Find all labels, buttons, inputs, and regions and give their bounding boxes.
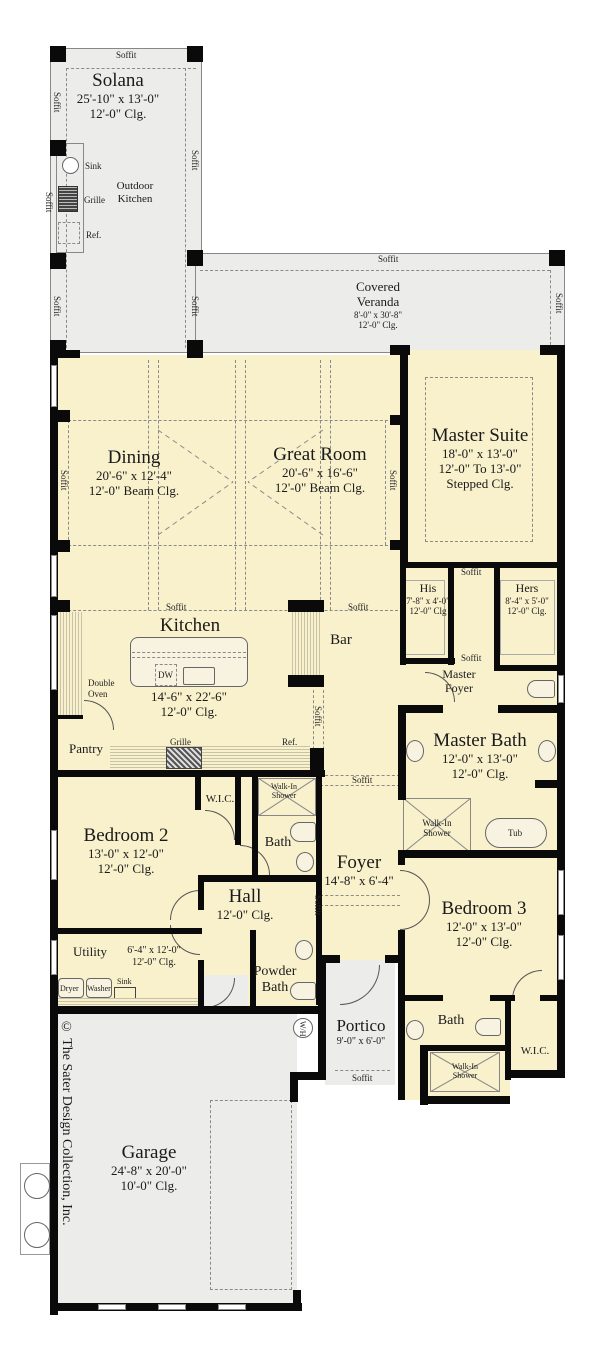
outdoor-sink-icon (62, 157, 79, 174)
room-bedroom-2: Bedroom 2 13'-0" x 12'-0" 12'-0" Clg. (83, 825, 169, 876)
dining-great-room-area (55, 355, 400, 600)
room-master-suite: Master Suite 18'-0" x 13'-0" 12'-0" To 1… (431, 425, 529, 491)
room-utility: Utility (73, 944, 107, 959)
room-his-closet: His 7'-8" x 4'-0" 12'-0" Clg (406, 581, 450, 617)
room-bedroom-3: Bedroom 3 12'-0" x 13'-0" 12'-0" Clg. (441, 898, 527, 949)
room-great-room: Great Room 20'-6" x 16'-6" 12'-0" Beam C… (273, 444, 367, 495)
cooktop-icon (166, 747, 202, 769)
ac-unit-icon (24, 1222, 50, 1248)
room-foyer: Foyer 14'-8" x 6'-4" (324, 852, 394, 888)
kitchen-island (130, 637, 248, 687)
room-bath-2: Bath (264, 835, 292, 850)
copyright-notice: © The Sater Design Collection, Inc. (59, 1020, 74, 1226)
garage-area (52, 1012, 297, 1306)
toilet-icon (527, 680, 555, 698)
tub-icon (485, 818, 547, 848)
room-wic-3: W.I.C. (520, 1045, 550, 1057)
beam-x-pattern (158, 429, 324, 536)
room-bath-3: Bath (437, 1013, 465, 1028)
soffit-label: Soffit (116, 50, 137, 60)
room-garage: Garage 24'-8" x 20'-0" 10'-0" Clg. (111, 1142, 187, 1193)
water-heater-icon (293, 1018, 313, 1038)
room-wic-2: W.I.C. (205, 793, 235, 805)
kitchen-sink-icon (183, 667, 215, 685)
master-suite-area (400, 350, 560, 565)
room-outdoor-kitchen: Outdoor Kitchen (116, 180, 154, 205)
outdoor-grille-icon (58, 186, 78, 212)
room-master-foyer: Master Foyer (442, 667, 476, 695)
room-portico: Portico 9'-0" x 6'-0" (336, 1016, 386, 1047)
room-powder-bath: Powder Bath (253, 964, 297, 996)
garage-storage-outline (210, 1100, 292, 1290)
veranda-area (195, 253, 565, 353)
room-solana: Solana 25'-10" x 13'-0" 12'-0" Clg. (76, 70, 160, 121)
room-pantry: Pantry (69, 741, 103, 756)
room-master-bath: Master Bath 12'-0" x 13'-0" 12'-0" Clg. (433, 730, 527, 781)
bar-foyer-area (320, 600, 400, 960)
room-bar: Bar (330, 632, 352, 648)
room-kitchen: Kitchen (159, 615, 221, 636)
room-dining: Dining 20'-6" x 12'-4" 12'-0" Beam Clg. (88, 447, 180, 498)
room-covered-veranda: Covered Veranda 8'-0" x 30'-8" 12'-0" Cl… (353, 279, 403, 331)
room-hers-closet: Hers 8'-4" x 5'-0" 12'-0" Clg. (505, 581, 549, 617)
room-hall: Hall 12'-0" Clg. (216, 886, 274, 922)
dishwasher-icon (155, 664, 177, 686)
ac-unit-icon (24, 1173, 50, 1199)
outdoor-ref-icon (58, 222, 80, 244)
closets-area (400, 565, 560, 665)
